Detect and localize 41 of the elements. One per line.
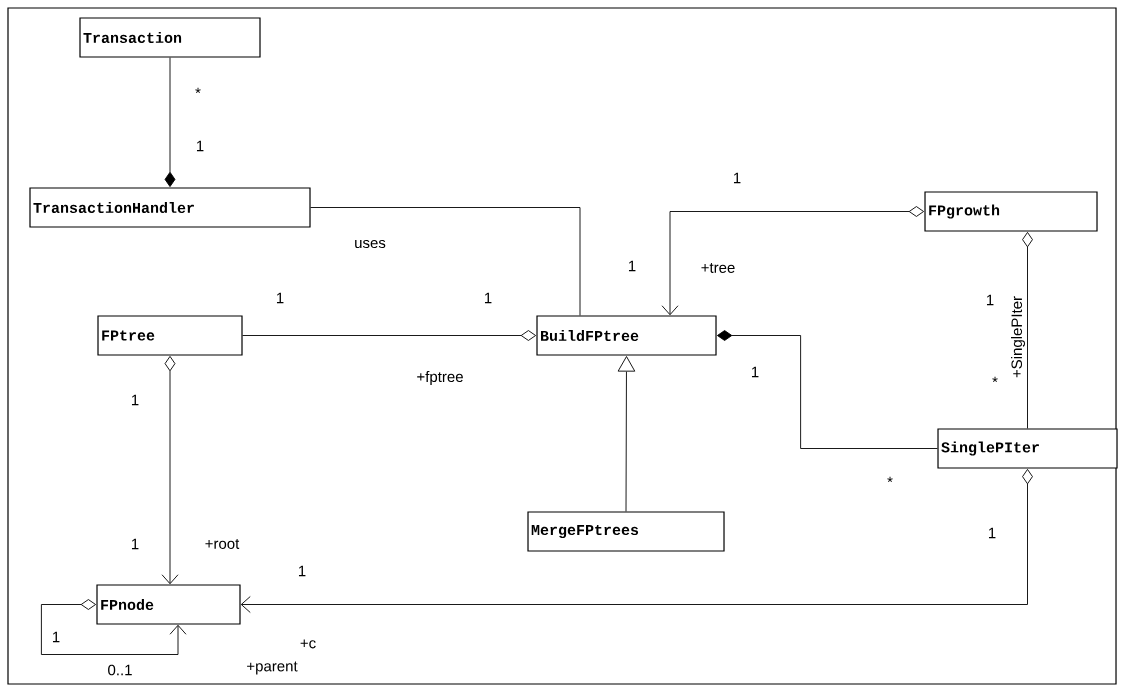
- connector: [716, 330, 938, 449]
- class-box: MergeFPtrees: [527, 511, 725, 552]
- class-box: Transaction: [79, 17, 261, 58]
- multiplicity-label: *: [887, 476, 893, 483]
- connector: [1022, 231, 1033, 429]
- multiplicity-label: *: [992, 376, 998, 383]
- role-label: +tree: [699, 262, 737, 274]
- connector: [164, 57, 176, 188]
- multiplicity-label: 1: [734, 172, 741, 184]
- class-box: FPtree: [97, 315, 243, 356]
- role-label: +parent: [245, 660, 299, 676]
- class-box: BuildFPtree: [536, 315, 717, 356]
- multiplicity-label: 1: [485, 292, 492, 304]
- class-box: TransactionHandler: [29, 187, 311, 228]
- connector: [242, 330, 537, 341]
- multiplicity-label: 1: [197, 140, 204, 152]
- role-label: +fptree: [415, 370, 465, 386]
- multiplicity-label: 1: [629, 260, 636, 272]
- multiplicity-label: *: [195, 87, 201, 94]
- role-label: +c: [298, 638, 318, 650]
- multiplicity-label: 0..1: [108, 664, 132, 676]
- multiplicity-label: 1: [989, 527, 996, 539]
- multiplicity-label: 1: [752, 366, 759, 378]
- multiplicity-label: 1: [132, 394, 139, 406]
- multiplicity-label: 1: [277, 292, 284, 304]
- multiplicity-label: 1: [987, 294, 994, 306]
- class-box: SinglePIter: [937, 428, 1118, 469]
- connector: [240, 468, 1033, 613]
- multiplicity-label: 1: [53, 631, 60, 643]
- role-label: +root: [203, 538, 241, 550]
- class-box: FPnode: [96, 584, 241, 625]
- multiplicity-label: 1: [132, 538, 139, 550]
- connector: [40, 599, 187, 655]
- connector: [661, 206, 925, 316]
- role-label: +SinglePIter: [1010, 294, 1026, 380]
- connector: [310, 207, 581, 316]
- role-label: uses: [353, 238, 387, 250]
- connector: [161, 355, 179, 585]
- connector: [617, 356, 636, 512]
- class-box: FPgrowth: [924, 191, 1098, 232]
- multiplicity-label: 1: [299, 565, 306, 577]
